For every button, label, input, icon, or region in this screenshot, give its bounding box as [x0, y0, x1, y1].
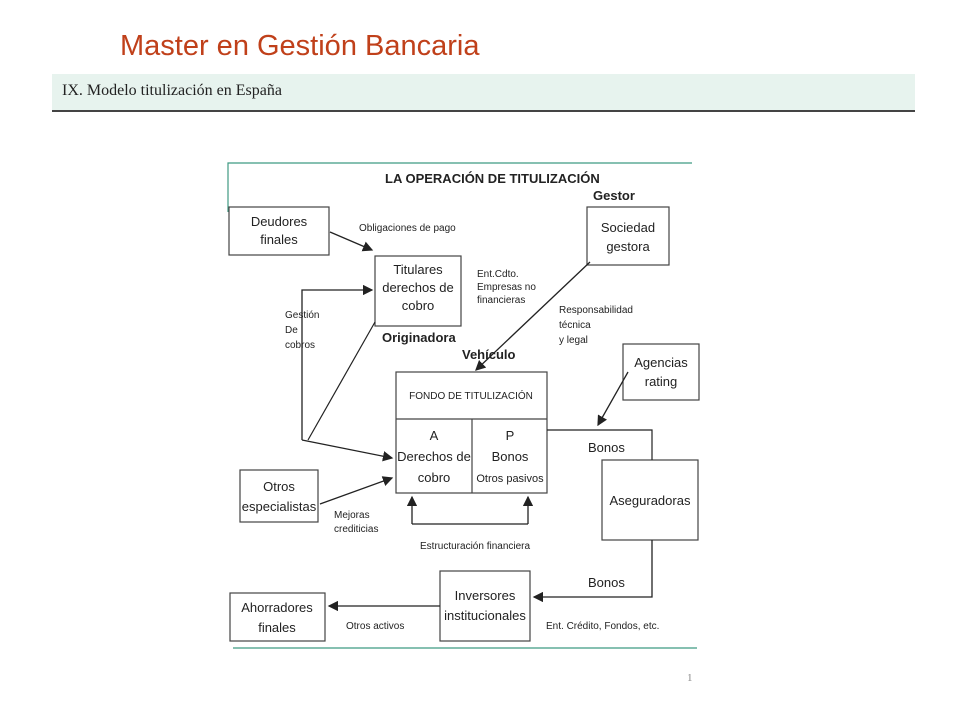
fondo-a-line2: Derechos de	[397, 449, 471, 464]
box-inversores	[439, 570, 531, 642]
label-estructuracion: Estructuración financiera	[420, 541, 530, 552]
line-fondo-to-aseguradoras	[547, 429, 653, 460]
label-ent-cdto-3: financieras	[477, 295, 525, 306]
box-titulares-line1: Titulares	[393, 262, 443, 277]
label-vehiculo: Vehículo	[462, 347, 516, 362]
box-inversores-line1: Inversores	[455, 588, 516, 603]
box-deudores-line1: Deudores	[251, 214, 308, 229]
arrow-agencias-to-fondo	[597, 371, 629, 427]
fondo-title: FONDO DE TITULIZACIÓN	[409, 389, 533, 402]
box-ahorradores-line2: finales	[258, 620, 296, 635]
box-deudores-line2: finales	[260, 232, 298, 247]
arrow-aseguradoras-to-inversores	[532, 540, 653, 603]
box-sociedad-line1: Sociedad	[601, 220, 655, 235]
box-agencias-line1: Agencias	[634, 355, 688, 370]
page-number: 1	[687, 672, 693, 684]
fondo-p-line1: P	[506, 428, 515, 443]
label-gestion-cobros-3: cobros	[285, 340, 315, 351]
arrow-sociedad-to-fondo	[475, 261, 591, 371]
label-otros-activos: Otros activos	[346, 621, 404, 632]
line-titulares-to-fondo	[307, 321, 376, 441]
fondo-p-line3: Otros pasivos	[476, 473, 544, 485]
arrow-gestion-to-titulares	[301, 284, 374, 440]
box-deudores-finales	[228, 206, 330, 256]
box-ahorradores	[229, 592, 326, 642]
label-obligaciones-pago: Obligaciones de pago	[359, 223, 456, 234]
label-responsabilidad-1: Responsabilidad	[559, 305, 633, 316]
label-originadora: Originadora	[382, 330, 456, 345]
section-title: IX. Modelo titulización en España	[62, 82, 282, 99]
diagram-heading: LA OPERACIÓN DE TITULIZACIÓN	[385, 171, 600, 186]
slide-title: Master en Gestión Bancaria	[120, 30, 480, 62]
label-ent-credito: Ent. Crédito, Fondos, etc.	[546, 621, 659, 632]
label-mejoras-2: crediticias	[334, 524, 378, 535]
label-gestor: Gestor	[593, 188, 635, 203]
box-otros-especialistas	[239, 469, 319, 523]
arrow-gestion-to-fondo	[301, 439, 394, 462]
box-aseguradoras-line1: Aseguradoras	[610, 493, 691, 508]
box-titulares-line2: derechos de	[382, 280, 454, 295]
box-inversores-line2: institucionales	[444, 608, 526, 623]
box-otros-line1: Otros	[263, 479, 295, 494]
arrow-otros-to-fondo	[319, 476, 394, 505]
label-mejoras-1: Mejoras	[334, 510, 370, 521]
diagram-frame-top	[227, 162, 692, 212]
box-sociedad-line2: gestora	[606, 239, 650, 254]
label-ent-cdto-2: Empresas no	[477, 282, 536, 293]
label-ent-cdto-1: Ent.Cdto.	[477, 269, 519, 280]
box-aseguradoras	[601, 459, 699, 541]
label-responsabilidad-3: y legal	[559, 335, 588, 346]
label-bonos-upper: Bonos	[588, 440, 625, 455]
label-bonos-lower: Bonos	[588, 575, 625, 590]
label-responsabilidad-2: técnica	[559, 320, 591, 331]
box-agencias-line2: rating	[645, 374, 678, 389]
section-header-bar: IX. Modelo titulización en España	[52, 74, 915, 112]
box-sociedad-gestora	[586, 206, 670, 266]
fondo-a-line1: A	[430, 428, 439, 443]
label-gestion-cobros-2: De	[285, 325, 298, 336]
box-ahorradores-line1: Ahorradores	[241, 600, 313, 615]
box-titulares-line3: cobro	[402, 298, 435, 313]
box-agencias-rating	[622, 343, 700, 401]
fondo-a-line3: cobro	[418, 470, 451, 485]
box-otros-line2: especialistas	[242, 499, 317, 514]
box-titulares	[374, 255, 462, 327]
fondo-p-line2: Bonos	[492, 449, 529, 464]
arrow-deudores-to-titulares	[329, 231, 374, 252]
